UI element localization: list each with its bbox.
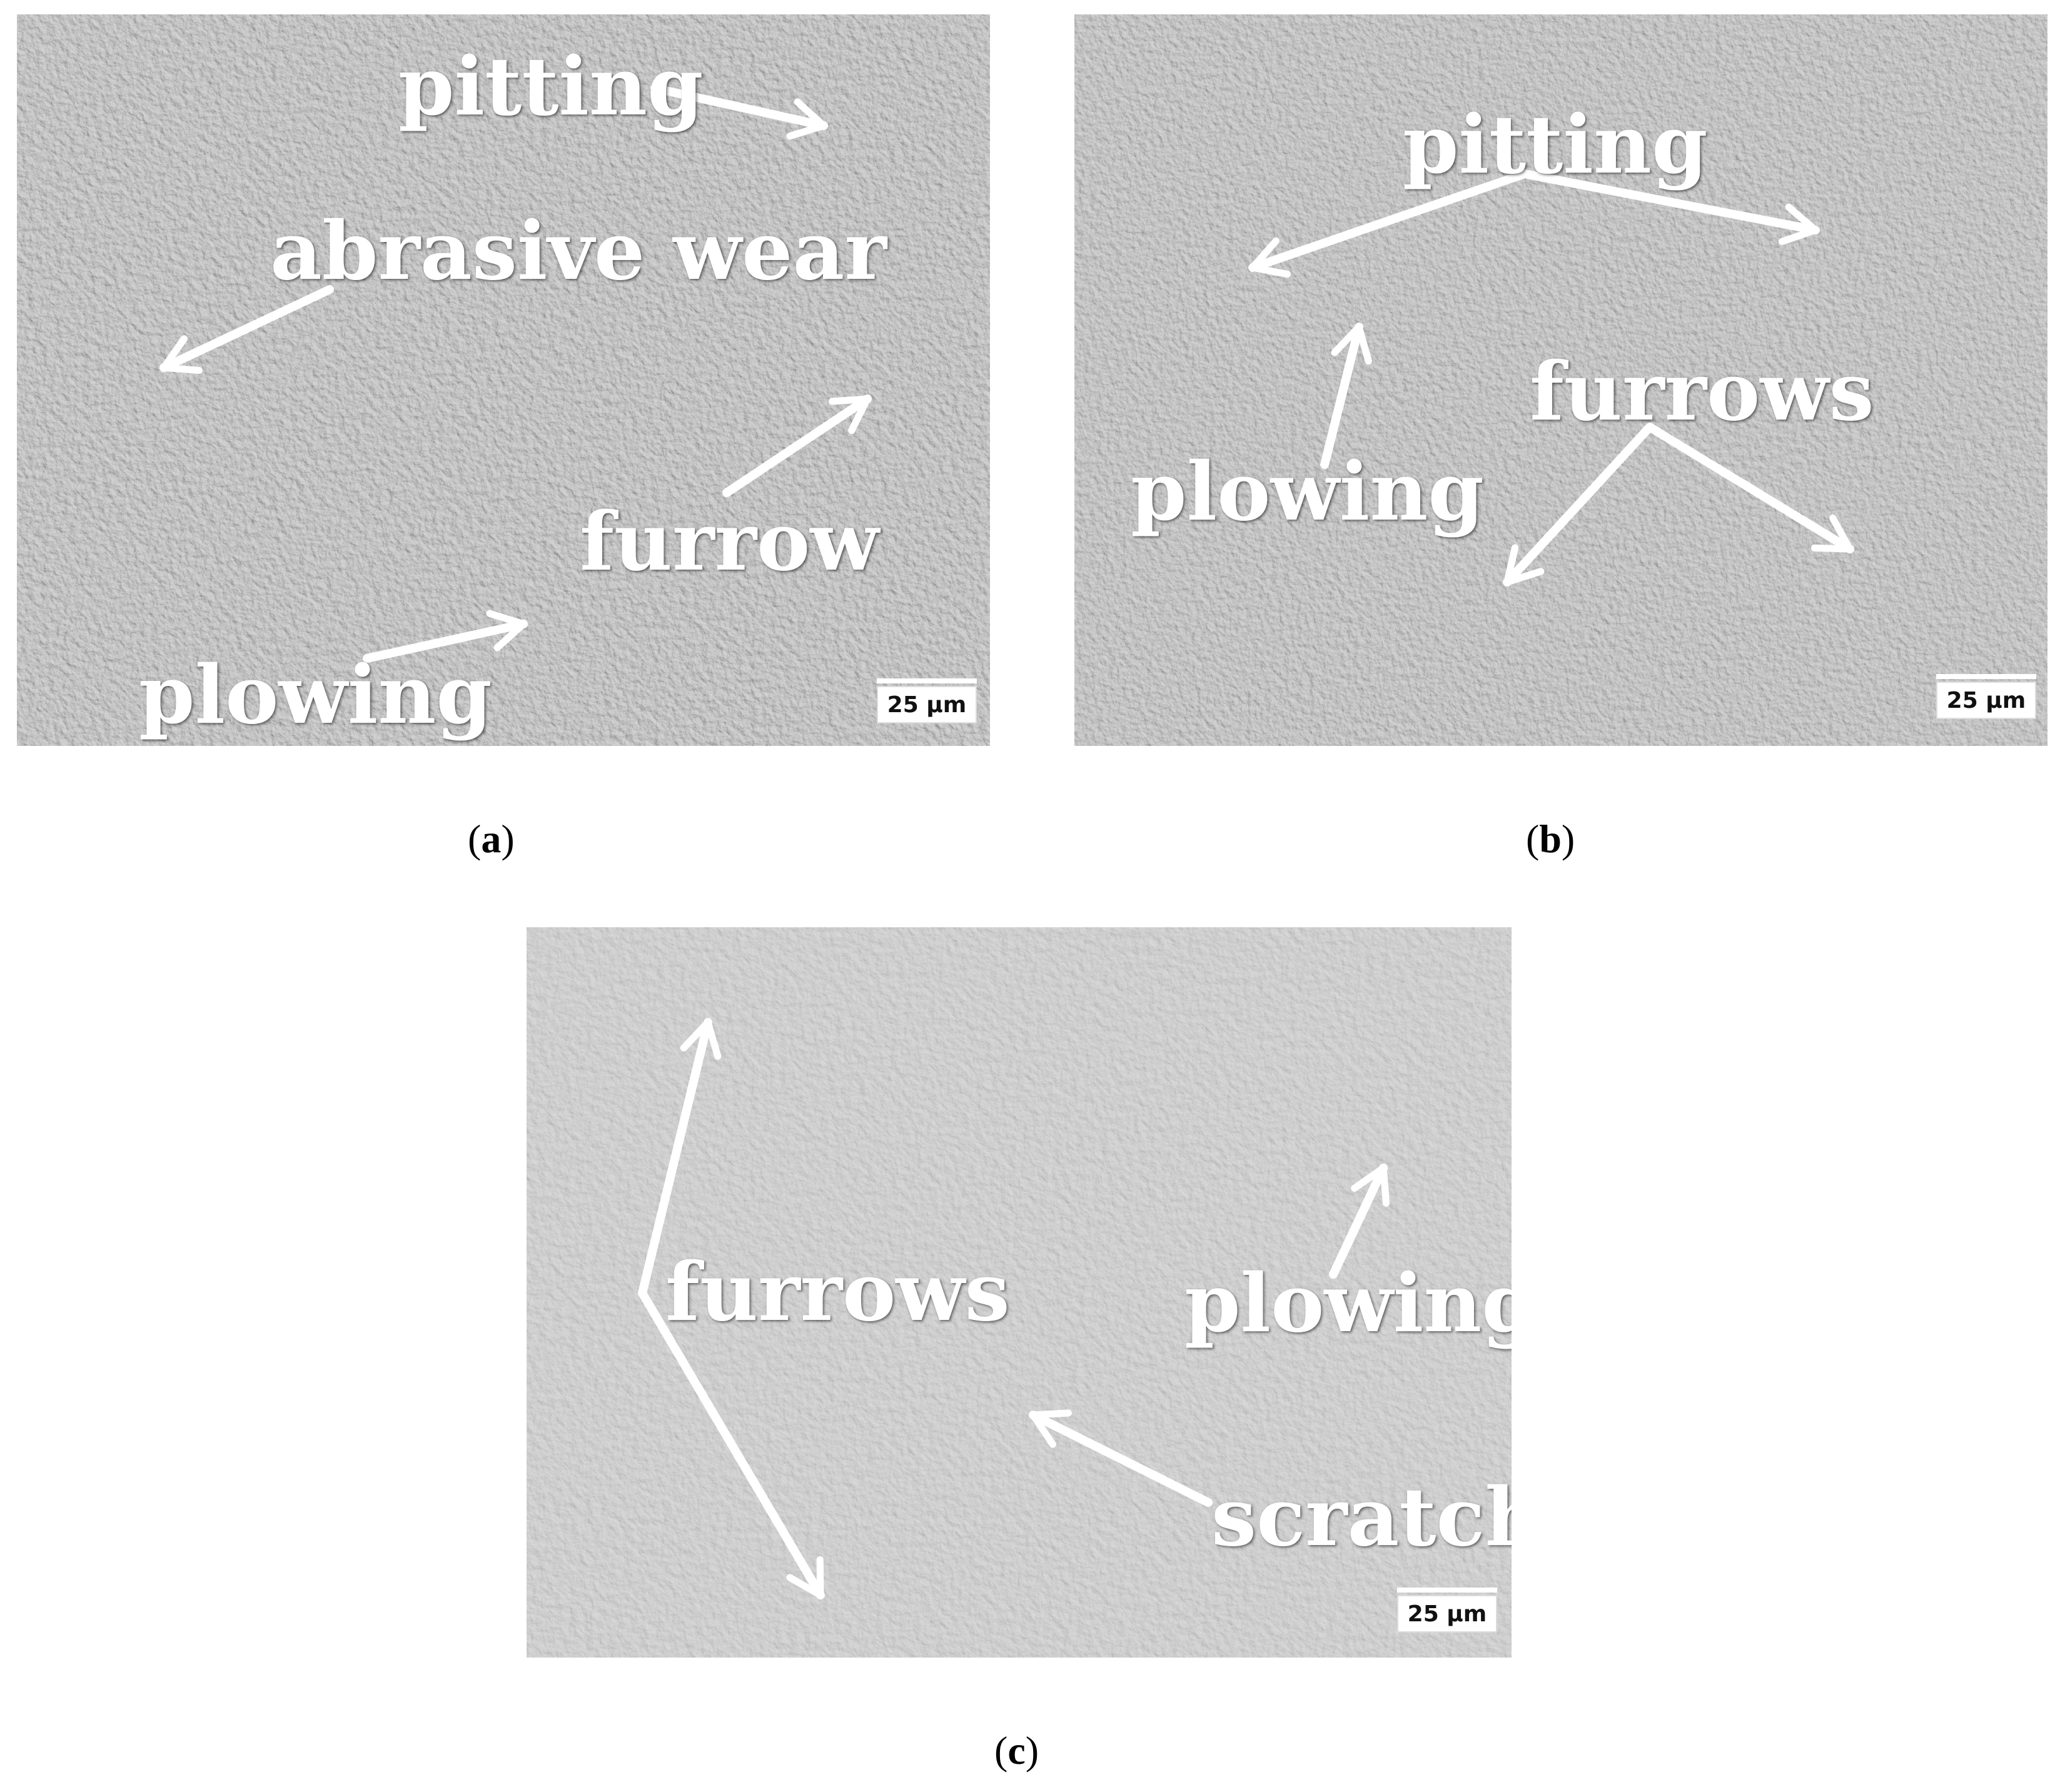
caption-letter-c: c [1007,1728,1026,1773]
label-abrasive-wear-a: abrasive wear [270,204,887,298]
arrow-plowing-c [1329,1164,1390,1279]
scale-bar-label: 25 µm [1397,1595,1497,1633]
caption-b: (b) [1526,817,1575,861]
label-plowing-c: plowing [1184,1257,1512,1351]
arrow-pitting-a [650,84,828,140]
annotation-arrows-b [1248,169,1854,586]
label-plowing-a: plowing [139,648,492,742]
arrow-abrasive-wear-a [159,285,334,375]
label-furrows-c: furrows [665,1246,1010,1339]
arrow-furrows-right-b [1645,423,1854,553]
label-scratche-c: scratche [1211,1471,1512,1564]
sem-image-b: pitting plowing furrows 25 µm [1074,14,2047,746]
scale-bar-c: 25 µm [1397,1588,1497,1633]
caption-c: (c) [994,1728,1039,1773]
label-furrow-a: furrow [580,495,879,589]
scale-bar-line [1936,674,2036,679]
scale-bar-a: 25 µm [877,678,977,723]
arrow-plowing-a [363,610,528,663]
label-plowing-b: plowing [1131,445,1484,539]
scale-bar-label: 25 µm [877,686,977,723]
arrow-furrows-left-b [1503,423,1654,586]
label-pitting-a: pitting [398,40,704,134]
label-furrows-b: furrows [1530,345,1874,439]
scale-bar-label: 25 µm [1936,682,2036,719]
arrow-pitting-left-b [1248,169,1529,278]
label-pitting-b: pitting [1403,98,1708,192]
arrow-plowing-b [1320,323,1372,469]
arrow-furrows-up-c [638,1018,722,1297]
caption-letter-a: a [481,817,502,861]
annotation-arrows-c [638,1018,1390,1599]
sem-image-c: furrows plowing scratche 25 µm [527,927,1512,1658]
caption-letter-b: b [1539,817,1562,861]
arrow-furrows-down-c [638,1289,825,1599]
surface-texture-b [1074,14,2047,746]
sem-image-a: pitting abrasive wear furrow plowing 25 … [17,14,990,746]
arrow-pitting-right-b [1520,169,1820,245]
arrow-scratche-c [1029,1409,1213,1507]
scale-bar-line [877,678,977,683]
annotation-arrows-a [159,84,872,663]
caption-a: (a) [468,817,515,861]
arrow-furrow-a [722,395,872,497]
scale-bar-line [1397,1588,1497,1593]
scale-bar-b: 25 µm [1936,674,2036,719]
